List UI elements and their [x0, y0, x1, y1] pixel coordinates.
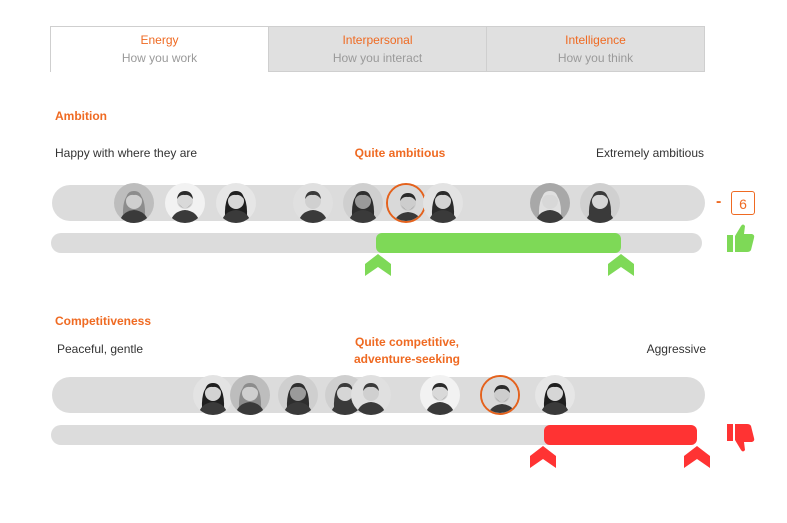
- competitiveness-right-label: Aggressive: [646, 342, 706, 356]
- ambition-right-label: Extremely ambitious: [595, 146, 704, 160]
- competitiveness-mid-label: Quite competitive, adventure-seeking: [327, 334, 487, 368]
- tab-interpersonal[interactable]: Interpersonal How you interact: [269, 26, 487, 72]
- tab-energy-subtitle: How you work: [121, 51, 198, 65]
- ambition-candidate-avatar-7[interactable]: [530, 183, 570, 223]
- ambition-mid-label: Quite ambitious: [354, 146, 446, 160]
- competitiveness-candidate-avatar-7[interactable]: [535, 375, 575, 415]
- competitiveness-mid-label-line1: Quite competitive,: [354, 335, 460, 349]
- ambition-range-end-handle[interactable]: [608, 254, 634, 276]
- competitiveness-mid-label-line2: adventure-seeking: [353, 352, 461, 366]
- thumbs-down-icon[interactable]: [727, 423, 755, 453]
- tab-intelligence[interactable]: Intelligence How you think: [487, 26, 705, 72]
- competitiveness-ideal-range: [544, 425, 697, 445]
- ambition-candidate-avatar-6[interactable]: [423, 183, 463, 223]
- ambition-candidate-avatar-2[interactable]: [165, 183, 205, 223]
- competitiveness-candidate-avatar-selected[interactable]: [480, 375, 520, 415]
- ambition-range-start-handle[interactable]: [365, 254, 391, 276]
- tab-energy[interactable]: Energy How you work: [50, 26, 269, 72]
- competitiveness-candidate-avatar-2[interactable]: [230, 375, 270, 415]
- competitiveness-candidate-avatar-5[interactable]: [351, 375, 391, 415]
- tab-intelligence-title: Intelligence: [565, 33, 626, 47]
- ambition-candidate-avatar-5[interactable]: [343, 183, 383, 223]
- competitiveness-candidate-avatar-6[interactable]: [420, 375, 460, 415]
- tab-energy-title: Energy: [140, 33, 179, 47]
- competitiveness-candidate-avatar-1[interactable]: [193, 375, 233, 415]
- tab-bar: Energy How you work Interpersonal How yo…: [50, 26, 705, 72]
- competitiveness-range-end-handle[interactable]: [684, 446, 710, 468]
- ambition-candidate-avatar-4[interactable]: [293, 183, 333, 223]
- ambition-candidate-avatar-8[interactable]: [580, 183, 620, 223]
- competitiveness-candidate-avatar-3[interactable]: [278, 375, 318, 415]
- ambition-score-badge: 6: [731, 191, 755, 215]
- competitiveness-range-start-handle[interactable]: [530, 446, 556, 468]
- ambition-ideal-range: [376, 233, 621, 253]
- ambition-left-label: Happy with where they are: [55, 146, 198, 160]
- competitiveness-title: Competitiveness: [55, 314, 152, 328]
- tab-interpersonal-title: Interpersonal: [342, 33, 413, 47]
- ambition-score-dash: -: [716, 193, 722, 210]
- thumbs-up-icon[interactable]: [727, 223, 755, 253]
- tab-interpersonal-subtitle: How you interact: [332, 51, 423, 65]
- ambition-candidate-avatar-1[interactable]: [114, 183, 154, 223]
- ambition-candidate-avatar-3[interactable]: [216, 183, 256, 223]
- tab-intelligence-subtitle: How you think: [557, 51, 634, 65]
- ambition-title: Ambition: [55, 109, 107, 123]
- competitiveness-range-bar: [51, 425, 697, 445]
- competitiveness-left-label: Peaceful, gentle: [57, 342, 144, 356]
- ambition-candidate-avatar-selected[interactable]: [386, 183, 426, 223]
